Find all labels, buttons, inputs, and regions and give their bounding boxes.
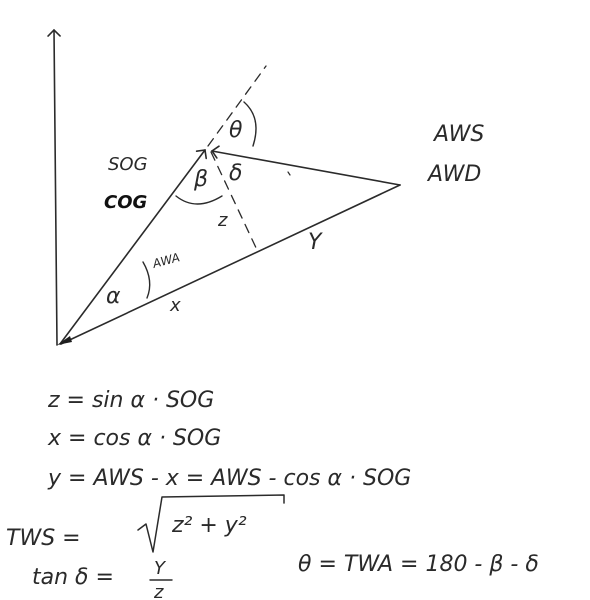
alpha-arc: [142, 261, 151, 299]
tan-delta-numerator: Y: [154, 558, 167, 579]
z-label: z: [217, 210, 228, 231]
z-perpendicular: [210, 151, 259, 253]
theta-arc: [243, 101, 257, 147]
sqrt-sign: [137, 494, 285, 553]
sog-label: SOG: [108, 154, 148, 175]
awa-label: AWA: [150, 250, 181, 271]
tick-mark: [287, 171, 291, 176]
tws-radicand: z² + y²: [171, 513, 247, 538]
equation-z: z = sin α · SOG: [47, 388, 214, 413]
theta-equation: θ = TWA = 180 - β - δ: [298, 552, 539, 577]
theta-label: θ: [229, 118, 243, 143]
beta-label: β: [193, 167, 208, 192]
north-axis: [47, 28, 61, 346]
y-label: Y: [308, 230, 323, 255]
cog-label: COG: [104, 192, 147, 213]
beta-arc: [175, 195, 223, 205]
origin-dot: [57, 336, 72, 345]
aws-vector: [210, 145, 401, 186]
tws-lhs: TWS =: [6, 526, 81, 551]
sog-vector: [59, 149, 208, 345]
awd-label: AWD: [426, 162, 481, 187]
x-label: x: [169, 295, 181, 316]
equation-x: x = cos α · SOG: [47, 426, 221, 451]
aws-label: AWS: [432, 122, 484, 147]
equation-y: y = AWS - x = AWS - cos α · SOG: [47, 466, 411, 491]
sog-extension: [207, 65, 267, 147]
tan-delta-lhs: tan δ =: [32, 565, 114, 590]
alpha-label: α: [106, 284, 121, 309]
base-line: [60, 184, 401, 345]
tan-delta-denominator: z: [153, 582, 164, 600]
delta-label: δ: [229, 161, 242, 186]
